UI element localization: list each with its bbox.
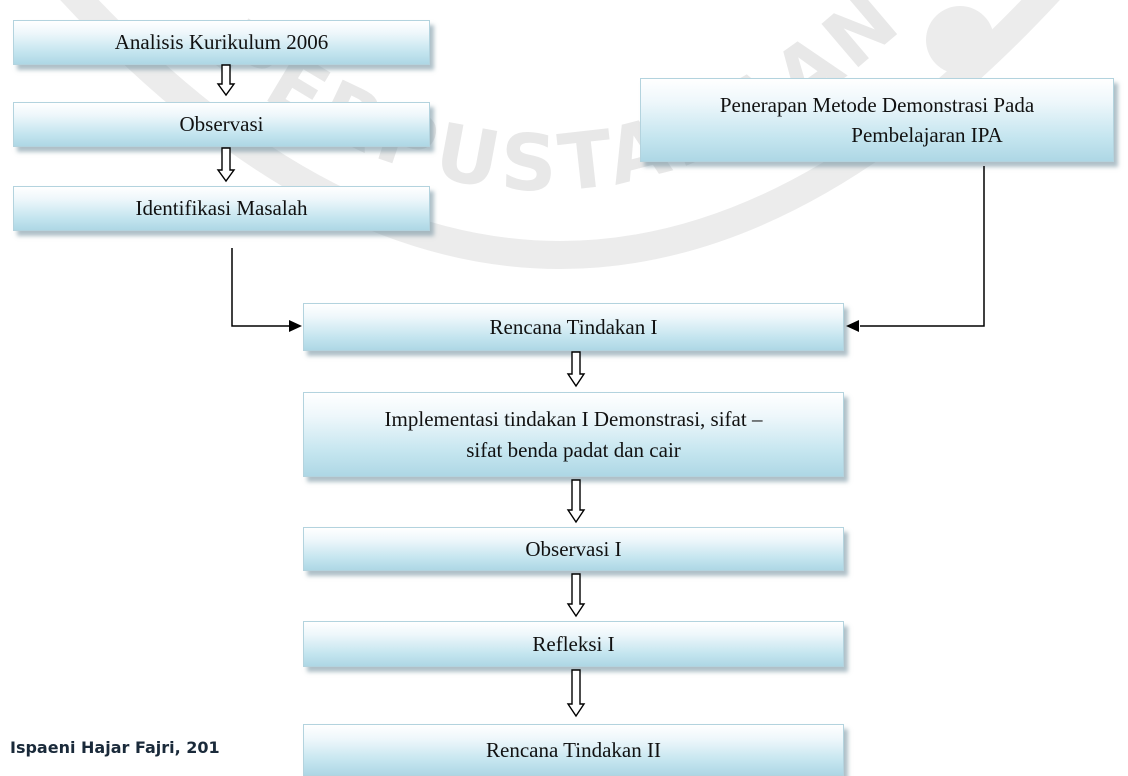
connector-penerapan-to-rencana [860,166,985,327]
box-refleksi-1: Refleksi I [303,621,844,667]
box-penerapan-line1: Penerapan Metode Demonstrasi Pada [719,92,1035,117]
box-penerapan-metode: Penerapan Metode Demonstrasi Pada Pembel… [640,78,1114,162]
box-observasi-1-label: Observasi I [525,536,622,561]
arrow-right-icon [289,320,302,332]
connector-identifikasi-to-rencana [231,248,290,327]
box-penerapan-line2: Pembelajaran IPA [851,123,1003,147]
box-observasi-1: Observasi I [303,527,844,571]
box-identifikasi-masalah-label: Identifikasi Masalah [135,196,308,221]
box-identifikasi-masalah: Identifikasi Masalah [13,186,430,231]
hollow-arrow-down-icon [566,669,586,718]
box-implementasi-tindakan-1: Implementasi tindakan I Demonstrasi, sif… [303,392,844,477]
hollow-arrow-down-icon [566,573,586,618]
box-analisis-kurikulum: Analisis Kurikulum 2006 [13,20,430,65]
arrow-left-icon [846,320,859,332]
box-rencana-tindakan-1: Rencana Tindakan I [303,303,844,351]
box-rencana-tindakan-1-label: Rencana Tindakan I [489,314,658,339]
hollow-arrow-down-icon [566,351,586,388]
box-observasi-label: Observasi [179,112,264,137]
box-refleksi-1-label: Refleksi I [532,631,615,656]
footer-author: Ispaeni Hajar Fajri, 201 [10,738,220,757]
hollow-arrow-down-icon [216,64,236,97]
box-implementasi-line2: sifat benda padat dan cair [466,437,681,462]
box-observasi: Observasi [13,102,430,147]
box-analisis-kurikulum-label: Analisis Kurikulum 2006 [114,30,329,55]
box-implementasi-line1: Implementasi tindakan I Demonstrasi, sif… [384,407,763,432]
hollow-arrow-down-icon [566,479,586,524]
hollow-arrow-down-icon [216,147,236,183]
box-rencana-tindakan-2-label: Rencana Tindakan II [486,737,661,762]
